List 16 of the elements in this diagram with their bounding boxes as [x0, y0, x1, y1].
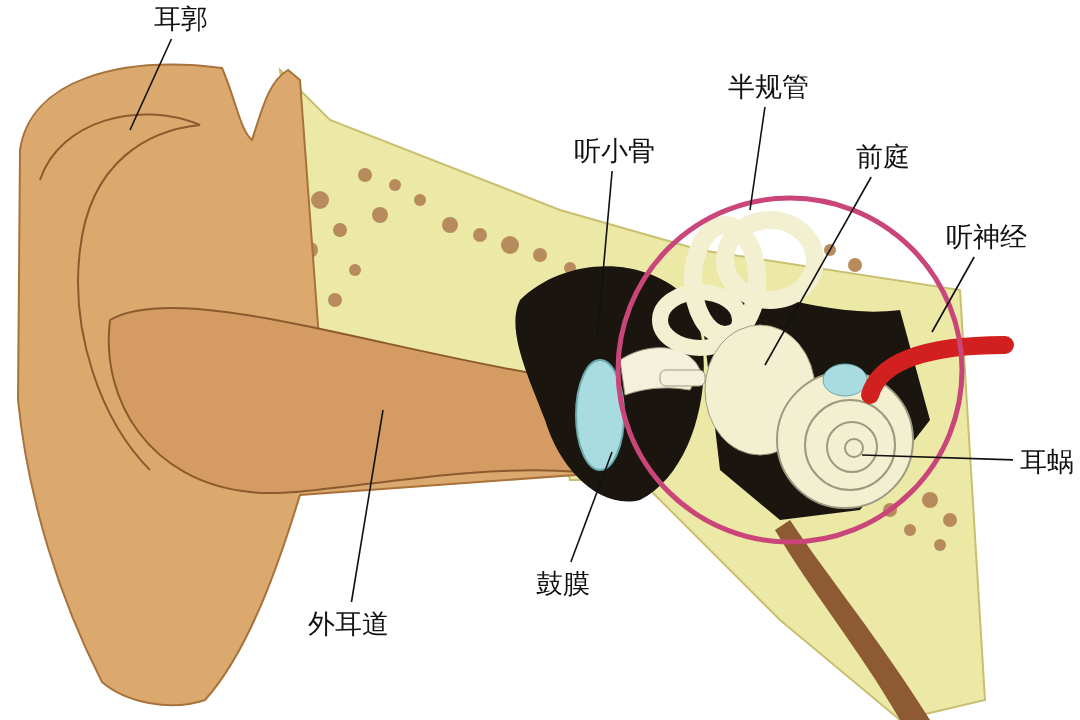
part-label: 鼓膜: [536, 569, 590, 597]
leader-line: [861, 454, 1014, 461]
part-label: 耳蜗: [1020, 447, 1074, 475]
part-label: 半规管: [727, 72, 809, 100]
leader-line: [596, 170, 613, 341]
leader-line: [764, 176, 872, 366]
leader-line: [350, 409, 384, 603]
part-label: 外耳道: [307, 609, 389, 637]
part-label: 听小骨: [573, 136, 655, 164]
part-label: 耳郭: [154, 4, 208, 32]
part-label: 前庭: [856, 142, 910, 170]
leader-line: [129, 38, 173, 131]
leader-line: [749, 106, 766, 211]
part-label: 听神经: [945, 222, 1027, 250]
leader-line: [570, 451, 613, 563]
leader-line: [931, 256, 975, 333]
